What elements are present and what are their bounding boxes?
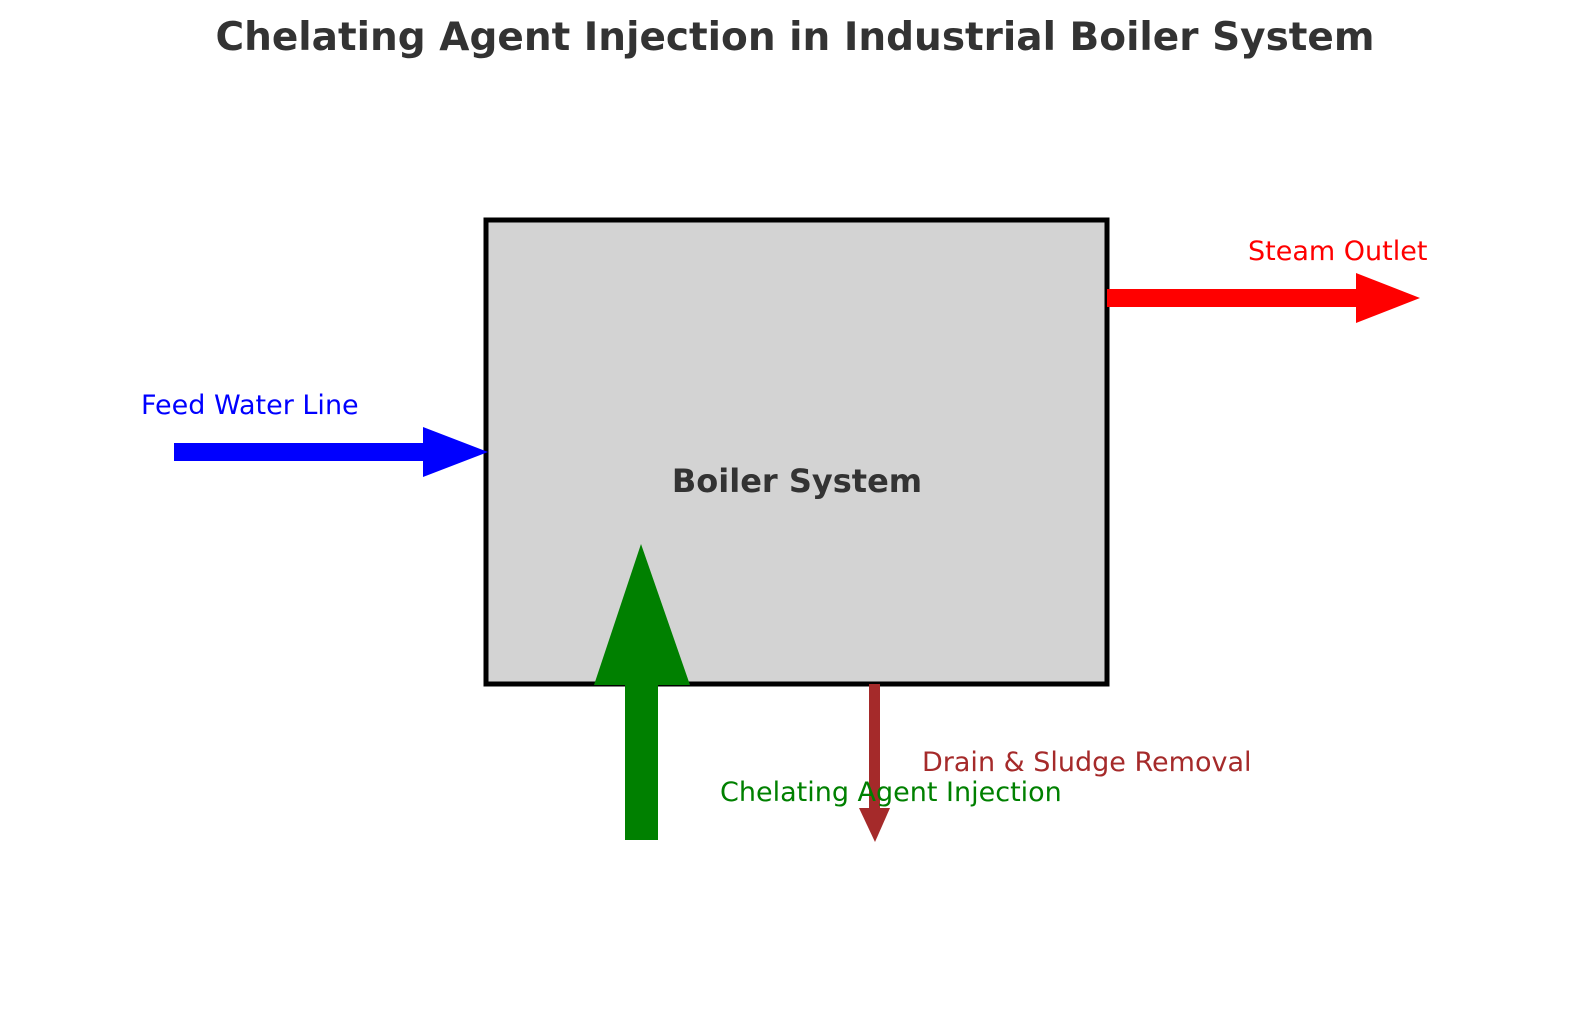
drain-label: Drain & Sludge Removal [922, 747, 1252, 778]
feed-water-label: Feed Water Line [141, 390, 359, 421]
chelating-injection-label: Chelating Agent Injection [720, 777, 1062, 808]
chelating-injection-arrow [594, 544, 690, 840]
steam-outlet-arrow [1107, 273, 1420, 323]
diagram-title: Chelating Agent Injection in Industrial … [215, 15, 1374, 60]
boiler-box [483, 217, 1110, 687]
steam-outlet-label: Steam Outlet [1248, 236, 1427, 267]
drain-arrow [859, 684, 890, 842]
feed-water-arrow [174, 427, 488, 477]
boiler-label: Boiler System [672, 462, 922, 500]
